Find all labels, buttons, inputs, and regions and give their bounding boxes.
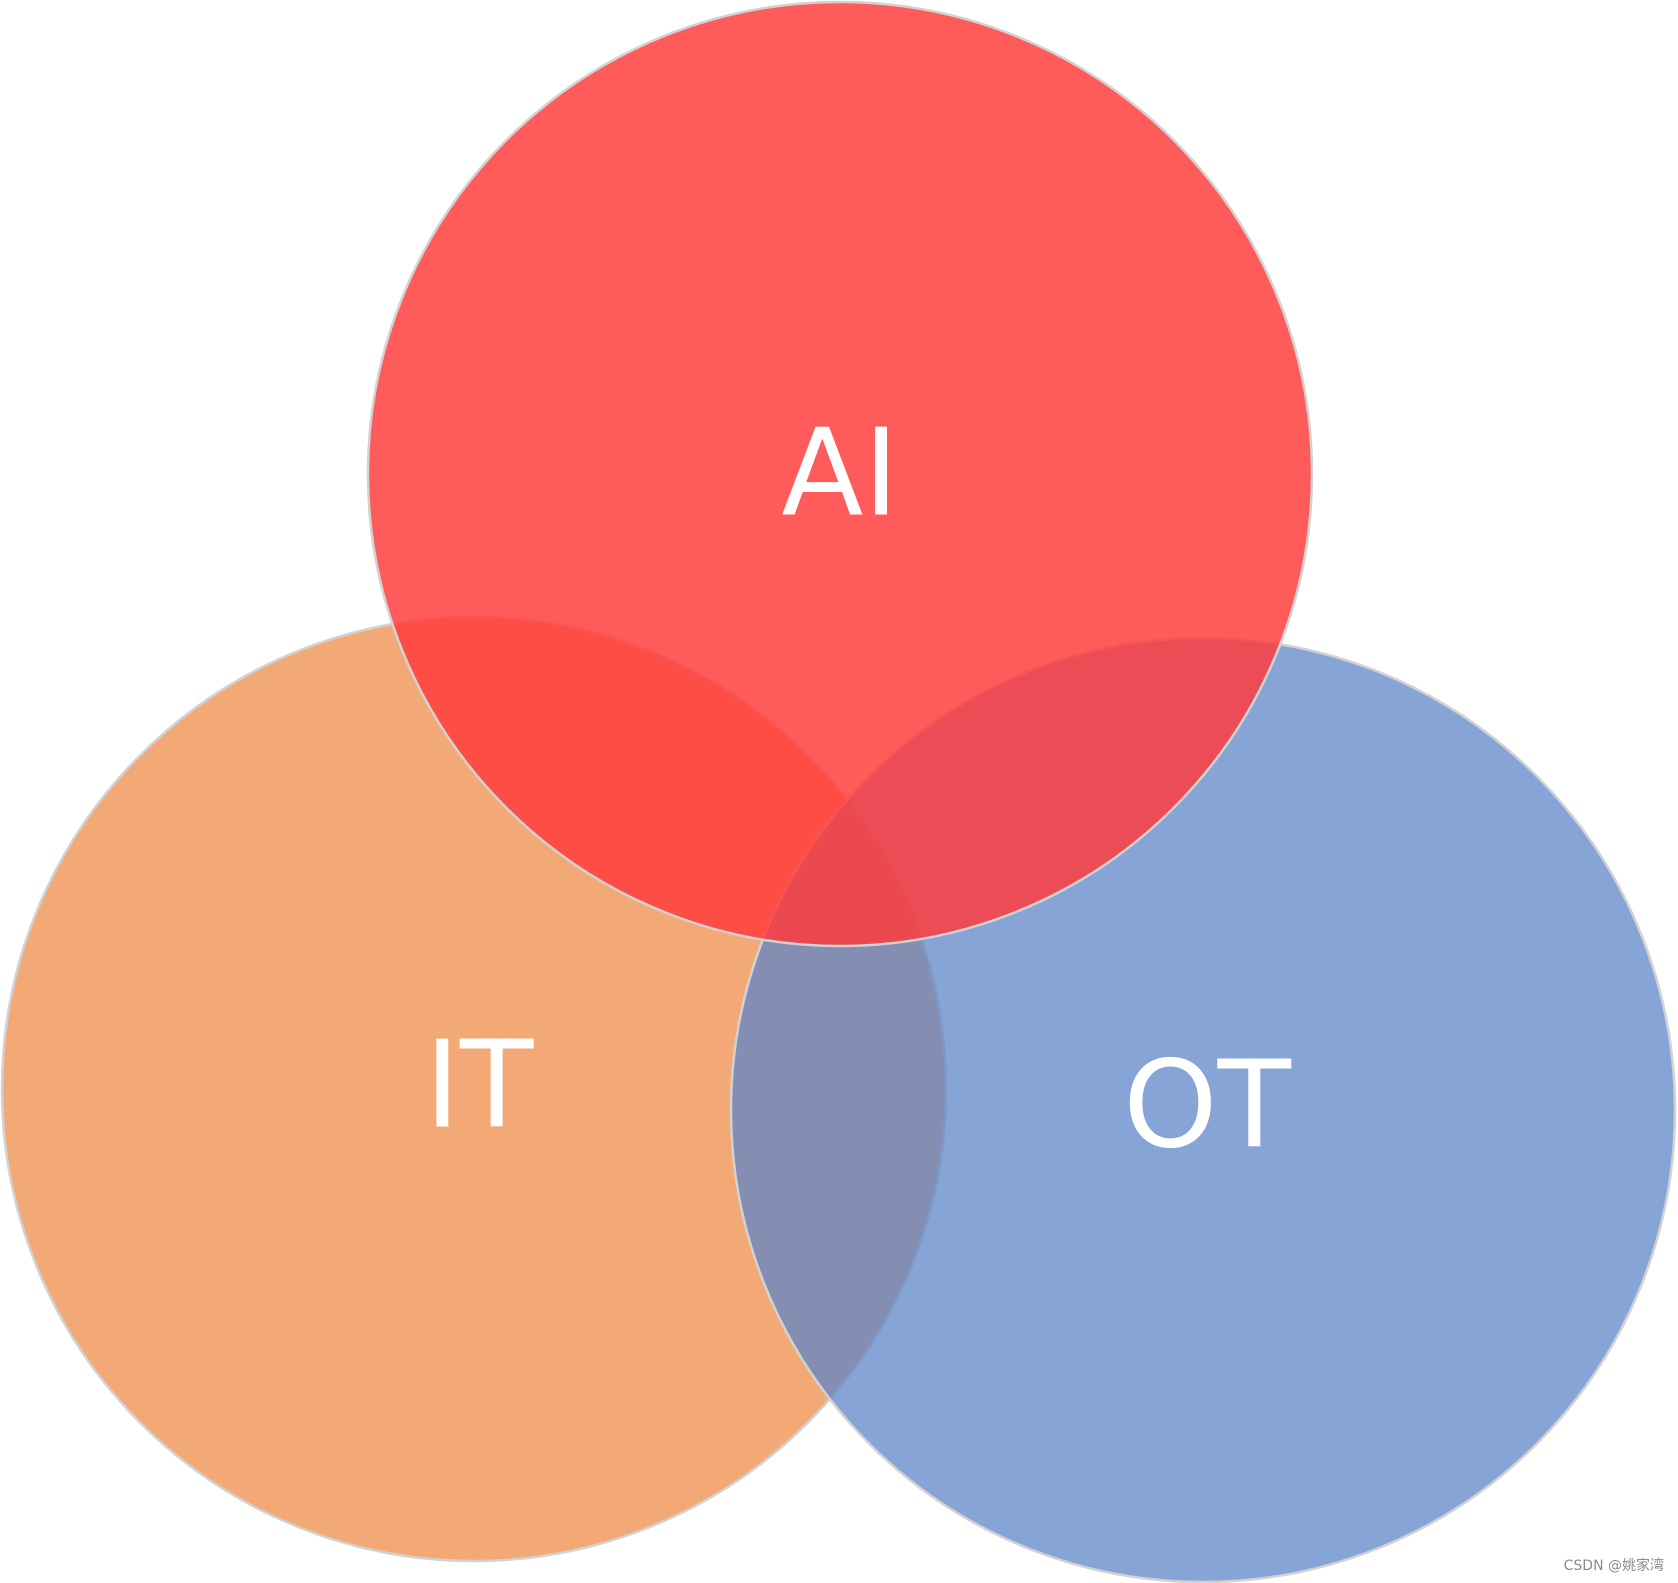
set-label-it: IT xyxy=(425,1017,534,1156)
set-label-ot: OT xyxy=(1123,1037,1291,1176)
set-label-ai: AI xyxy=(781,405,898,544)
watermark-text: CSDN @姚家湾 xyxy=(1563,1558,1664,1574)
set-circle-ai xyxy=(366,0,1314,948)
